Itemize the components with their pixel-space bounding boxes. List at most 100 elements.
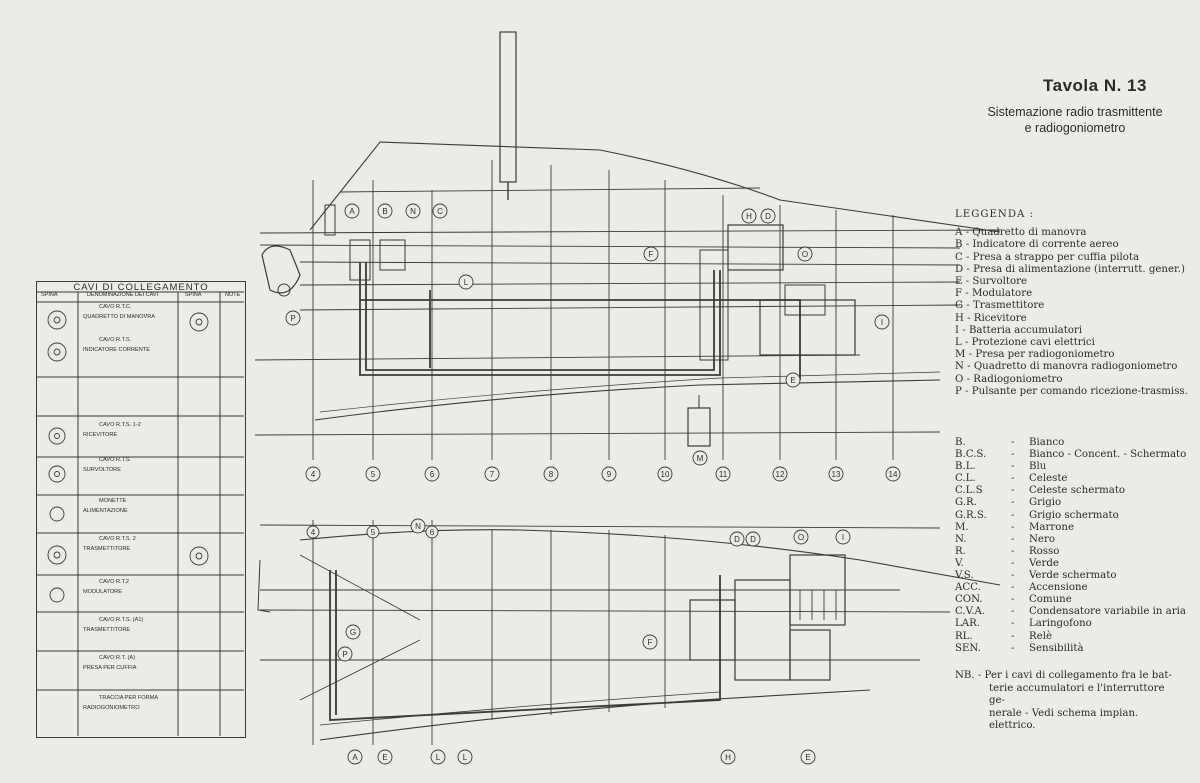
code-dash: - <box>1011 570 1015 582</box>
footnote: NB. - Per i cavi di collegamento fra le … <box>955 670 1180 733</box>
code-desc: Bianco <box>1029 437 1065 448</box>
station-4-label: 4 <box>311 470 316 479</box>
callout-e-label: E <box>790 376 795 385</box>
station-10-label: 10 <box>661 470 670 479</box>
callout-l-label: L <box>463 753 468 762</box>
cable-detail: PRESA PER CUFFIA <box>83 665 137 671</box>
station-11: 11 <box>715 466 731 482</box>
cable-detail: TRASMETTITORE <box>83 627 131 633</box>
station-5: 5 <box>365 466 381 482</box>
plate-title-block: Tavola N. 13 Sistemazione radio trasmitt… <box>960 76 1190 136</box>
code-dash: - <box>1011 521 1015 533</box>
callout-b-label: B <box>382 207 387 216</box>
callout-m: M <box>692 450 708 466</box>
cable-name: CAVO R.T.2 <box>99 579 130 585</box>
cable-name: CAVO R.T.S. 2 <box>99 536 136 542</box>
station-9-label: 9 <box>607 470 612 479</box>
callout-p-label: P <box>290 314 295 323</box>
callout-d: D <box>745 531 761 547</box>
station-6: 6 <box>424 466 440 482</box>
legend-item: H - Ricevitore <box>955 312 1027 324</box>
callout-h: H <box>741 208 757 224</box>
callout-l-label: L <box>436 753 441 762</box>
code-row: R.-Rosso <box>955 546 1195 558</box>
callout-a-label: A <box>352 753 358 762</box>
code-abbr: V.S. <box>955 570 974 582</box>
legend-item: M - Presa per radiogoniometro <box>955 349 1115 361</box>
legend-item: A - Quadretto di manovra <box>955 227 1087 239</box>
footnote-line1: NB. - Per i cavi di collegamento fra le … <box>955 670 1172 681</box>
station-13-label: 13 <box>832 470 841 479</box>
station-12: 12 <box>772 466 788 482</box>
code-abbr: V. <box>955 557 964 569</box>
code-row: G.R.-Grigio <box>955 497 1195 509</box>
code-abbr: B.L. <box>955 461 976 473</box>
legend-item: I - Batteria accumulatori <box>955 324 1083 336</box>
code-abbr: N. <box>955 533 967 545</box>
cable-detail: SURVOLTORE <box>83 467 121 473</box>
station-11-label: 11 <box>719 470 728 479</box>
callout-i-label: I <box>881 318 883 327</box>
plate-title: Tavola N. 13 <box>1043 76 1147 95</box>
callout-h-label: H <box>746 212 752 221</box>
cable-detail: QUADRETTO DI MANOVRA <box>83 314 156 320</box>
legend-item: G - Trasmettitore <box>955 300 1045 312</box>
callout-p: P <box>337 646 353 662</box>
callout-d: D <box>729 531 745 547</box>
station-bottom-5: 5 <box>366 525 380 539</box>
code-row: V.-Verde <box>955 558 1195 570</box>
station-10: 10 <box>657 466 673 482</box>
cables-table: CAVI DI COLLEGAMENTO SPINA DENOMINAZIONE… <box>36 281 246 738</box>
station-bottom-6-label: 6 <box>430 528 435 537</box>
callout-o: O <box>793 529 809 545</box>
col-spina: SPINA <box>41 292 58 298</box>
callout-e: E <box>800 749 816 765</box>
code-dash: - <box>1011 473 1015 485</box>
cable-detail: MODULATORE <box>83 589 122 595</box>
callout-n: N <box>405 203 421 219</box>
station-bottom-4: 4 <box>306 525 320 539</box>
code-row: C.V.A.-Condensatore variabile in aria <box>955 606 1195 618</box>
code-abbr: C.V.A. <box>955 606 986 618</box>
callout-e-label: E <box>805 753 810 762</box>
callout-d-label: D <box>765 212 771 221</box>
callout-a: A <box>347 749 363 765</box>
cable-name: MONETTE <box>99 498 127 504</box>
cable-detail: ALIMENTAZIONE <box>83 508 128 514</box>
cable-name: CAVO R.T.S. <box>99 337 132 343</box>
station-8: 8 <box>543 466 559 482</box>
legend-item: D - Presa di alimentazione (interrutt. g… <box>955 263 1185 275</box>
code-row: M.-Marrone <box>955 522 1195 534</box>
code-desc: Relè <box>1029 630 1052 642</box>
code-desc: Celeste <box>1029 473 1068 485</box>
callout-p-label: P <box>342 650 347 659</box>
code-abbr: LAR. <box>955 618 981 630</box>
code-desc: Comune <box>1029 594 1072 606</box>
callout-a: A <box>344 203 360 219</box>
cable-name: CAVO R.T.S. (A1) <box>99 617 144 623</box>
cable-name: TRACCIA PER FORMA <box>99 695 159 701</box>
code-row: SEN.-Sensibilità <box>955 643 1195 655</box>
code-desc: Verde schermato <box>1029 570 1117 582</box>
equipment-box-M <box>687 407 711 447</box>
station-bottom-5-label: 5 <box>371 528 376 537</box>
legend-item: E - Survoltore <box>955 276 1028 288</box>
code-dash: - <box>1011 461 1015 473</box>
code-desc: Celeste schermato <box>1029 485 1126 497</box>
callout-d-label: D <box>734 535 740 544</box>
callout-d: D <box>760 208 776 224</box>
callout-m-label: M <box>697 454 704 463</box>
station-6-label: 6 <box>430 470 435 479</box>
callout-h-label: H <box>725 753 731 762</box>
code-abbr: G.R. <box>955 497 977 509</box>
fuselage-lower-outline <box>314 379 941 421</box>
code-dash: - <box>1011 545 1015 557</box>
callout-i: I <box>835 529 851 545</box>
code-row: LAR.-Laringofono <box>955 618 1195 630</box>
callout-g: G <box>345 624 361 640</box>
station-bottom-4-label: 4 <box>311 528 316 537</box>
callout-n: N <box>410 518 426 534</box>
callout-o-label: O <box>798 533 804 542</box>
